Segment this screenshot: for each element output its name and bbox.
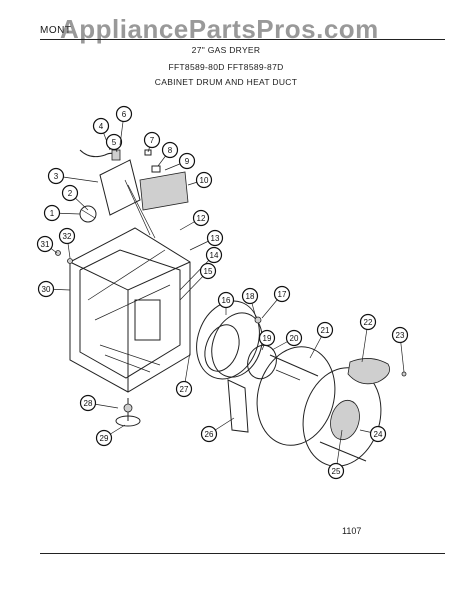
callout-label-17: 17 (278, 290, 287, 299)
callout-label-24: 24 (374, 430, 383, 439)
drum-part (256, 346, 382, 467)
callout-label-10: 10 (200, 176, 209, 185)
section-title: CABINET DRUM AND HEAT DUCT (154, 77, 298, 87)
callout-circle (61, 184, 79, 202)
callout-label-30: 30 (42, 285, 51, 294)
callout-label-5: 5 (112, 138, 117, 147)
callout-circle (285, 329, 303, 347)
callout-circle (175, 380, 193, 398)
callout-circle (195, 171, 213, 189)
callout-circle (241, 287, 259, 305)
callout-label-12: 12 (197, 214, 206, 223)
baffle-part (347, 358, 391, 385)
callout-circle (391, 326, 409, 344)
leveling-leg-part (115, 398, 141, 427)
callout-circle (273, 285, 291, 303)
callout-label-20: 20 (290, 334, 299, 343)
callout-label-23: 23 (396, 331, 405, 340)
callout-label-18: 18 (246, 292, 255, 301)
screw-part (401, 371, 407, 377)
callout-circle (206, 229, 224, 247)
callout-circle (43, 204, 61, 222)
callout-label-7: 7 (150, 136, 155, 145)
callout-label-27: 27 (180, 385, 189, 394)
callout-label-6: 6 (122, 110, 127, 119)
page-number: 1107 (342, 526, 362, 536)
callout-label-21: 21 (321, 326, 330, 335)
callout-circle (258, 329, 276, 347)
callout-label-14: 14 (210, 251, 219, 260)
callout-label-25: 25 (332, 467, 341, 476)
footer-rule (40, 553, 445, 554)
callout-circle (79, 394, 97, 412)
callout-circle (316, 321, 334, 339)
bulkhead-part (196, 300, 263, 380)
callout-circle (199, 262, 217, 280)
heat-duct-part (99, 159, 156, 239)
model-numbers: FFT8589-80D FFT8589-87D (168, 62, 284, 72)
callout-label-8: 8 (168, 146, 173, 155)
callout-circle (327, 462, 345, 480)
screw-part (55, 250, 61, 256)
screw-part (254, 316, 262, 324)
callout-circle (37, 280, 55, 298)
callout-circle (217, 291, 235, 309)
callout-circle (36, 235, 54, 253)
header-rule (40, 39, 445, 40)
callout-label-26: 26 (205, 430, 214, 439)
callout-circle (161, 141, 179, 159)
callout-circle (205, 246, 223, 264)
callout-label-19: 19 (263, 334, 272, 343)
screw-part (67, 258, 73, 264)
callout-circle (143, 131, 161, 149)
header-left-text: MONT (40, 25, 72, 36)
callout-label-15: 15 (204, 267, 213, 276)
callout-circle (192, 209, 210, 227)
drum-bracket-part (227, 379, 249, 433)
callout-label-28: 28 (84, 399, 93, 408)
callout-circle (92, 117, 110, 135)
lint-screen-part (139, 149, 189, 211)
callout-label-2: 2 (68, 189, 73, 198)
callout-label-1: 1 (50, 209, 55, 218)
callout-label-29: 29 (100, 434, 109, 443)
callout-label-9: 9 (185, 157, 190, 166)
callout-circle (359, 313, 377, 331)
callout-label-13: 13 (211, 234, 220, 243)
callout-label-31: 31 (41, 240, 50, 249)
callout-circle (369, 425, 387, 443)
callout-label-22: 22 (364, 318, 373, 327)
callout-label-3: 3 (54, 172, 59, 181)
callout-circle (47, 167, 65, 185)
felt-seal-part (247, 344, 277, 380)
callout-circle (200, 425, 218, 443)
callout-circle (58, 227, 76, 245)
diagram-title: 27" GAS DRYER (191, 45, 261, 55)
callout-circle (115, 105, 133, 123)
cabinet-part (69, 227, 191, 393)
igniter-parts (79, 149, 121, 223)
callout-label-32: 32 (63, 232, 72, 241)
callout-label-4: 4 (99, 122, 104, 131)
callout-label-16: 16 (222, 296, 231, 305)
callout-circle (105, 133, 123, 151)
callout-circle (95, 429, 113, 447)
callout-circle (178, 152, 196, 170)
callout-leader (179, 254, 215, 291)
